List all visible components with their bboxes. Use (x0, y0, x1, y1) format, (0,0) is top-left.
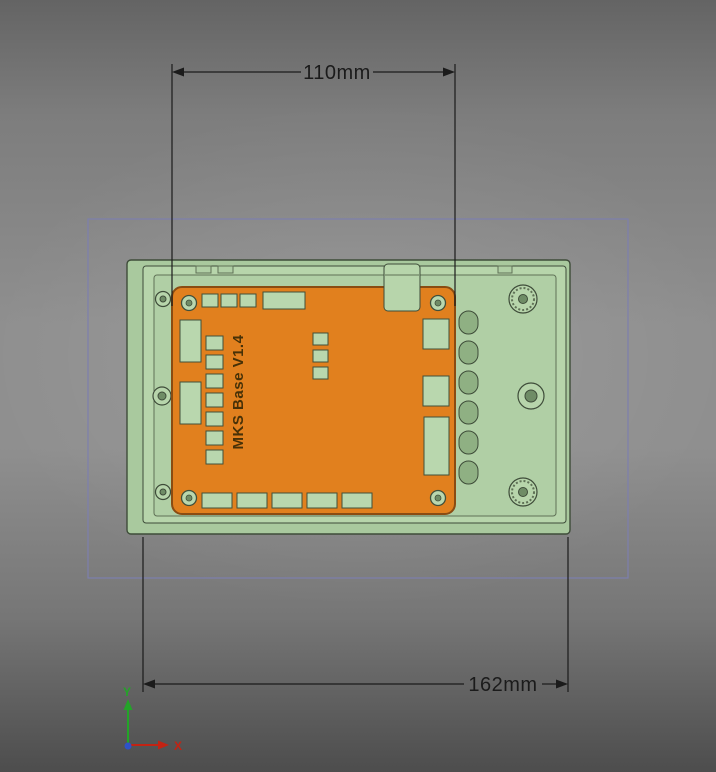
pcb-pad (239, 293, 257, 308)
arrowhead-right-icon (556, 679, 568, 689)
case-hole-right (517, 382, 545, 410)
mounting-hole-center (185, 494, 193, 502)
vent-slot (458, 430, 479, 455)
selection-bounding-box[interactable] (87, 218, 629, 579)
vent-slot (458, 370, 479, 395)
y-axis-arrow-icon (123, 699, 133, 710)
arrowhead-right-icon (443, 67, 455, 77)
pcb-pad (201, 293, 219, 308)
axis-triad: Y X (123, 685, 182, 753)
pcb-mounting-holes (180, 294, 447, 507)
pcb-terminal (179, 381, 202, 425)
vent-slot (458, 460, 479, 485)
pcb-pad (205, 335, 224, 351)
mounting-hole-center (434, 299, 442, 307)
arrowhead-left-icon (172, 67, 184, 77)
pcb-silkscreen-label: MKS Base V1.4 (230, 334, 247, 449)
pcb-pad (220, 293, 238, 308)
pcb-pad (201, 492, 233, 509)
vent-slots (458, 310, 479, 485)
pcb-board (171, 286, 456, 515)
case-clip-tab (383, 263, 421, 312)
pcb-pad (205, 449, 224, 465)
dimension-162mm[interactable]: 162mm (142, 537, 569, 696)
rim-notch (195, 265, 212, 274)
screw-boss-top-right (508, 284, 538, 314)
vent-slot (458, 340, 479, 365)
case-hole-left (152, 386, 172, 406)
rim-notch (497, 265, 513, 274)
screw-boss-bottom-left (154, 483, 172, 501)
vent-slot (458, 310, 479, 335)
pcb-pad (271, 492, 303, 509)
x-axis-arrow-icon (158, 740, 169, 750)
pcb-pad (205, 392, 224, 408)
hole-center (524, 389, 538, 403)
pcb-pad (306, 492, 338, 509)
pcb-model[interactable]: MKS Base V1.4 (171, 286, 456, 515)
pcb-connector (422, 375, 450, 407)
boss-hole (159, 295, 167, 303)
boss-knurl (511, 480, 535, 504)
pcb-terminal (179, 319, 202, 363)
pcb-pad (205, 354, 224, 370)
pcb-pad (341, 492, 373, 509)
rim-notch (217, 265, 234, 274)
boss-knurl (511, 287, 535, 311)
arrowhead-left-icon (143, 679, 155, 689)
x-axis-label: X (174, 739, 182, 753)
pcb-pad (312, 332, 329, 346)
pcb-pad (205, 373, 224, 389)
y-axis-label: Y (123, 685, 131, 699)
clip-tab-body (383, 263, 421, 312)
hole-center (157, 391, 167, 401)
dimension-value: 110mm (303, 62, 371, 84)
mounting-hole-center (185, 299, 193, 307)
pcb-connector (423, 416, 450, 476)
dimension-value: 162mm (468, 674, 537, 696)
dimension-110mm[interactable]: 110mm (171, 62, 456, 306)
vent-slot (458, 400, 479, 425)
pcb-pads (179, 291, 450, 509)
pcb-pad (236, 492, 268, 509)
pcb-connector (262, 291, 306, 310)
pcb-pad (312, 366, 329, 380)
pcb-pad (312, 349, 329, 363)
pcb-connector (422, 318, 450, 350)
mounting-hole-center (434, 494, 442, 502)
pcb-pad (205, 430, 224, 446)
boss-hole (518, 487, 528, 497)
screw-boss-bottom-right (508, 477, 538, 507)
screw-boss-top-left (154, 290, 172, 308)
pcb-pad (205, 411, 224, 427)
boss-hole (159, 488, 167, 496)
boss-hole (518, 294, 528, 304)
origin-point-icon (124, 742, 132, 750)
